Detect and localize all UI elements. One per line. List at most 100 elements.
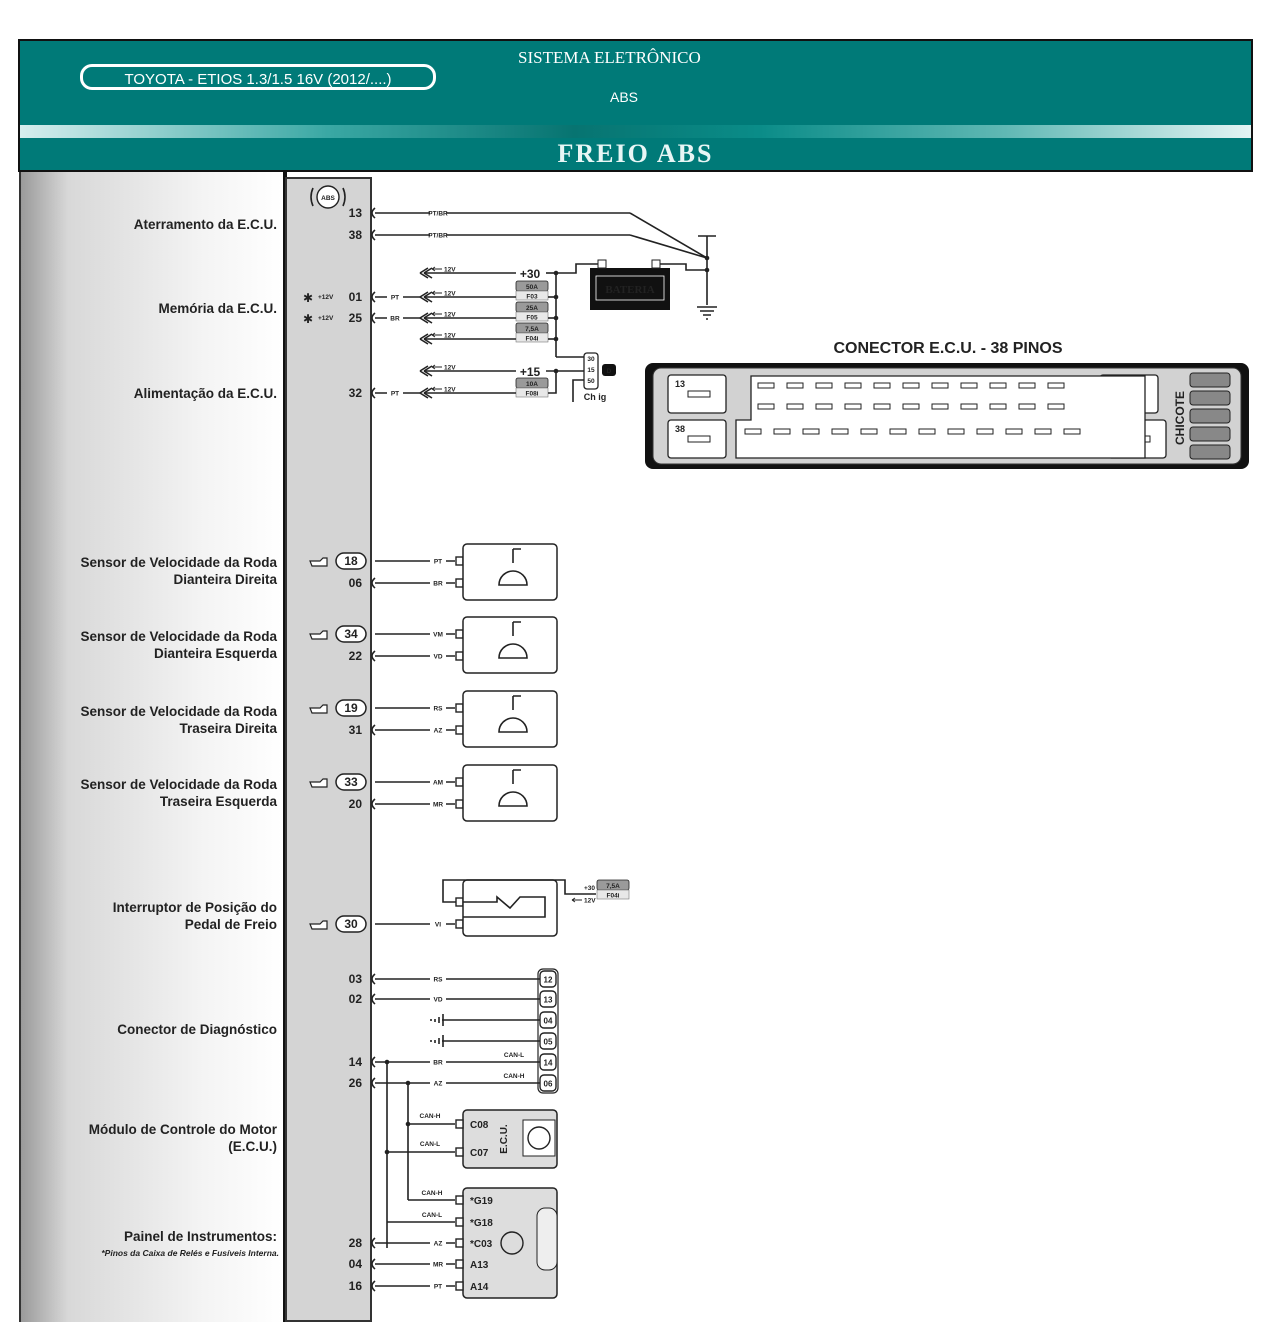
- abs-ecu-block: [285, 177, 372, 1322]
- ignition-label: Ch ig: [584, 392, 607, 402]
- voltage-label: 12V: [444, 312, 456, 319]
- label-ground: Aterramento da E.C.U.: [133, 217, 277, 232]
- voltage-label: 12V: [444, 267, 456, 274]
- brake-feed-wire: [442, 879, 596, 903]
- arrow-left-icon: [419, 365, 433, 377]
- terminal-cavity: [1034, 428, 1052, 435]
- page-title: FREIO ABS: [557, 139, 714, 168]
- wire-color-label: AZ: [434, 1241, 443, 1248]
- abs-badge-label: ABS: [321, 195, 335, 202]
- terminal-cavity: [815, 403, 833, 410]
- terminal-cavity: [786, 382, 804, 389]
- wire-color-label: BR: [433, 1060, 443, 1067]
- terminal-cavity: [873, 403, 891, 410]
- terminal-cavity: [860, 428, 878, 435]
- pin-number: 25: [349, 311, 363, 325]
- fuse-body: [515, 332, 549, 343]
- terminal-cavity: [947, 428, 965, 435]
- diag-pin-number: 14: [544, 1059, 553, 1068]
- pin-socket-icon: [371, 291, 376, 303]
- wire-color-label: VD: [433, 997, 442, 1004]
- terminal-cavity: [1018, 403, 1036, 410]
- can-bus-label: CAN-H: [420, 1113, 441, 1120]
- voltage-label: 12V: [444, 291, 456, 298]
- wire-color-label: MR: [433, 802, 443, 809]
- voltage-label: 12V: [444, 333, 456, 340]
- junction-dot: [384, 1149, 390, 1155]
- b30-label: +30: [520, 267, 541, 281]
- terminal-cavity: [931, 382, 949, 389]
- pin-socket-icon: [371, 724, 376, 736]
- wire-label-bg: [430, 726, 446, 734]
- terminal-cavity: [989, 403, 1007, 410]
- ignition-terminal: 50: [587, 378, 595, 385]
- hand-pointer-icon: [309, 557, 328, 567]
- diag-pin-number: 12: [544, 976, 553, 985]
- abs-warning-icon: [316, 185, 340, 209]
- terminal-cavity: [1063, 428, 1081, 435]
- pin-socket-icon: [371, 1258, 376, 1270]
- terminal-icon: [455, 629, 464, 639]
- terminal-cavity: [960, 382, 978, 389]
- pin-socket-icon: [371, 207, 376, 219]
- label-wss-rr: Sensor de Velocidade da Roda Traseira Di…: [80, 704, 277, 736]
- terminal-cavity: [902, 403, 920, 410]
- pin-number: 38: [349, 228, 363, 242]
- pin-number: 32: [349, 386, 363, 400]
- fuse-rating: 25A: [526, 305, 538, 312]
- cluster-footnote-text: Pinos da Caixa de Relés e Fusíveis Inter…: [104, 1248, 279, 1258]
- pin-callout: [335, 552, 367, 570]
- wire-color-label: MR: [433, 1262, 443, 1269]
- memory-voltage-label: +12V: [318, 294, 334, 301]
- terminal-icon: [455, 556, 464, 566]
- voltage-label: 12V: [584, 898, 596, 905]
- key-glyph: D: [607, 368, 612, 375]
- fuse-id: F04i: [525, 336, 538, 343]
- terminal-icon: [455, 1195, 464, 1205]
- pin-number: 16: [349, 1279, 363, 1293]
- cluster-terminal: *G19: [470, 1196, 493, 1207]
- cluster-terminal: *G18: [470, 1218, 493, 1229]
- fuse-rating: 7,5A: [525, 326, 539, 333]
- terminal-icon: [455, 1259, 464, 1269]
- can-bus-label: CAN-L: [504, 1052, 524, 1059]
- wire: [548, 371, 557, 394]
- hand-pointer-icon: [309, 778, 328, 788]
- junction-dot: [553, 270, 559, 276]
- pin-number: 31: [349, 723, 363, 737]
- harness-lock-icon: [1189, 444, 1231, 460]
- diag-terminal: [539, 1032, 557, 1050]
- wire-label-bg: [430, 557, 446, 565]
- cluster-terminal: *C03: [470, 1239, 493, 1250]
- wire-color-label: AZ: [434, 728, 443, 735]
- fuse-id: F03: [526, 294, 538, 301]
- terminal-icon: [455, 1238, 464, 1248]
- wire-color-label: PT: [434, 1284, 442, 1291]
- pin-number: 22: [349, 649, 363, 663]
- pin-number: 03: [349, 972, 363, 986]
- ground-bars-icon: [430, 1035, 444, 1047]
- can-bus-label: CAN-H: [504, 1073, 525, 1080]
- subsystem-label: ABS: [610, 89, 639, 105]
- wheel-sensor-icon: [498, 548, 528, 586]
- ignition-key-icon: [602, 364, 616, 376]
- diag-pin-number: 04: [544, 1017, 553, 1026]
- pin-number: 28: [349, 1236, 363, 1250]
- diag-pin-number: 06: [544, 1080, 553, 1089]
- battery-ground-wire: [660, 263, 707, 271]
- junction-dot: [405, 1121, 411, 1127]
- harness-lock-icon: [1189, 372, 1231, 388]
- wire-color-label: AZ: [434, 1081, 443, 1088]
- arrow-left-icon: [419, 387, 433, 399]
- asterisk-icon: ✱: [303, 312, 313, 326]
- terminal-cavity: [802, 428, 820, 435]
- battery-label: BATERIA: [605, 284, 654, 296]
- terminal-cavity: [902, 382, 920, 389]
- terminal-icon: [455, 1119, 464, 1129]
- pin-socket-icon: [371, 993, 376, 1005]
- hand-pointer-icon: [309, 920, 328, 930]
- fuse-rating: 50A: [526, 284, 538, 291]
- arrow-icon: [431, 290, 442, 296]
- voltage-label: 12V: [444, 387, 456, 394]
- pin-number: 26: [349, 1076, 363, 1090]
